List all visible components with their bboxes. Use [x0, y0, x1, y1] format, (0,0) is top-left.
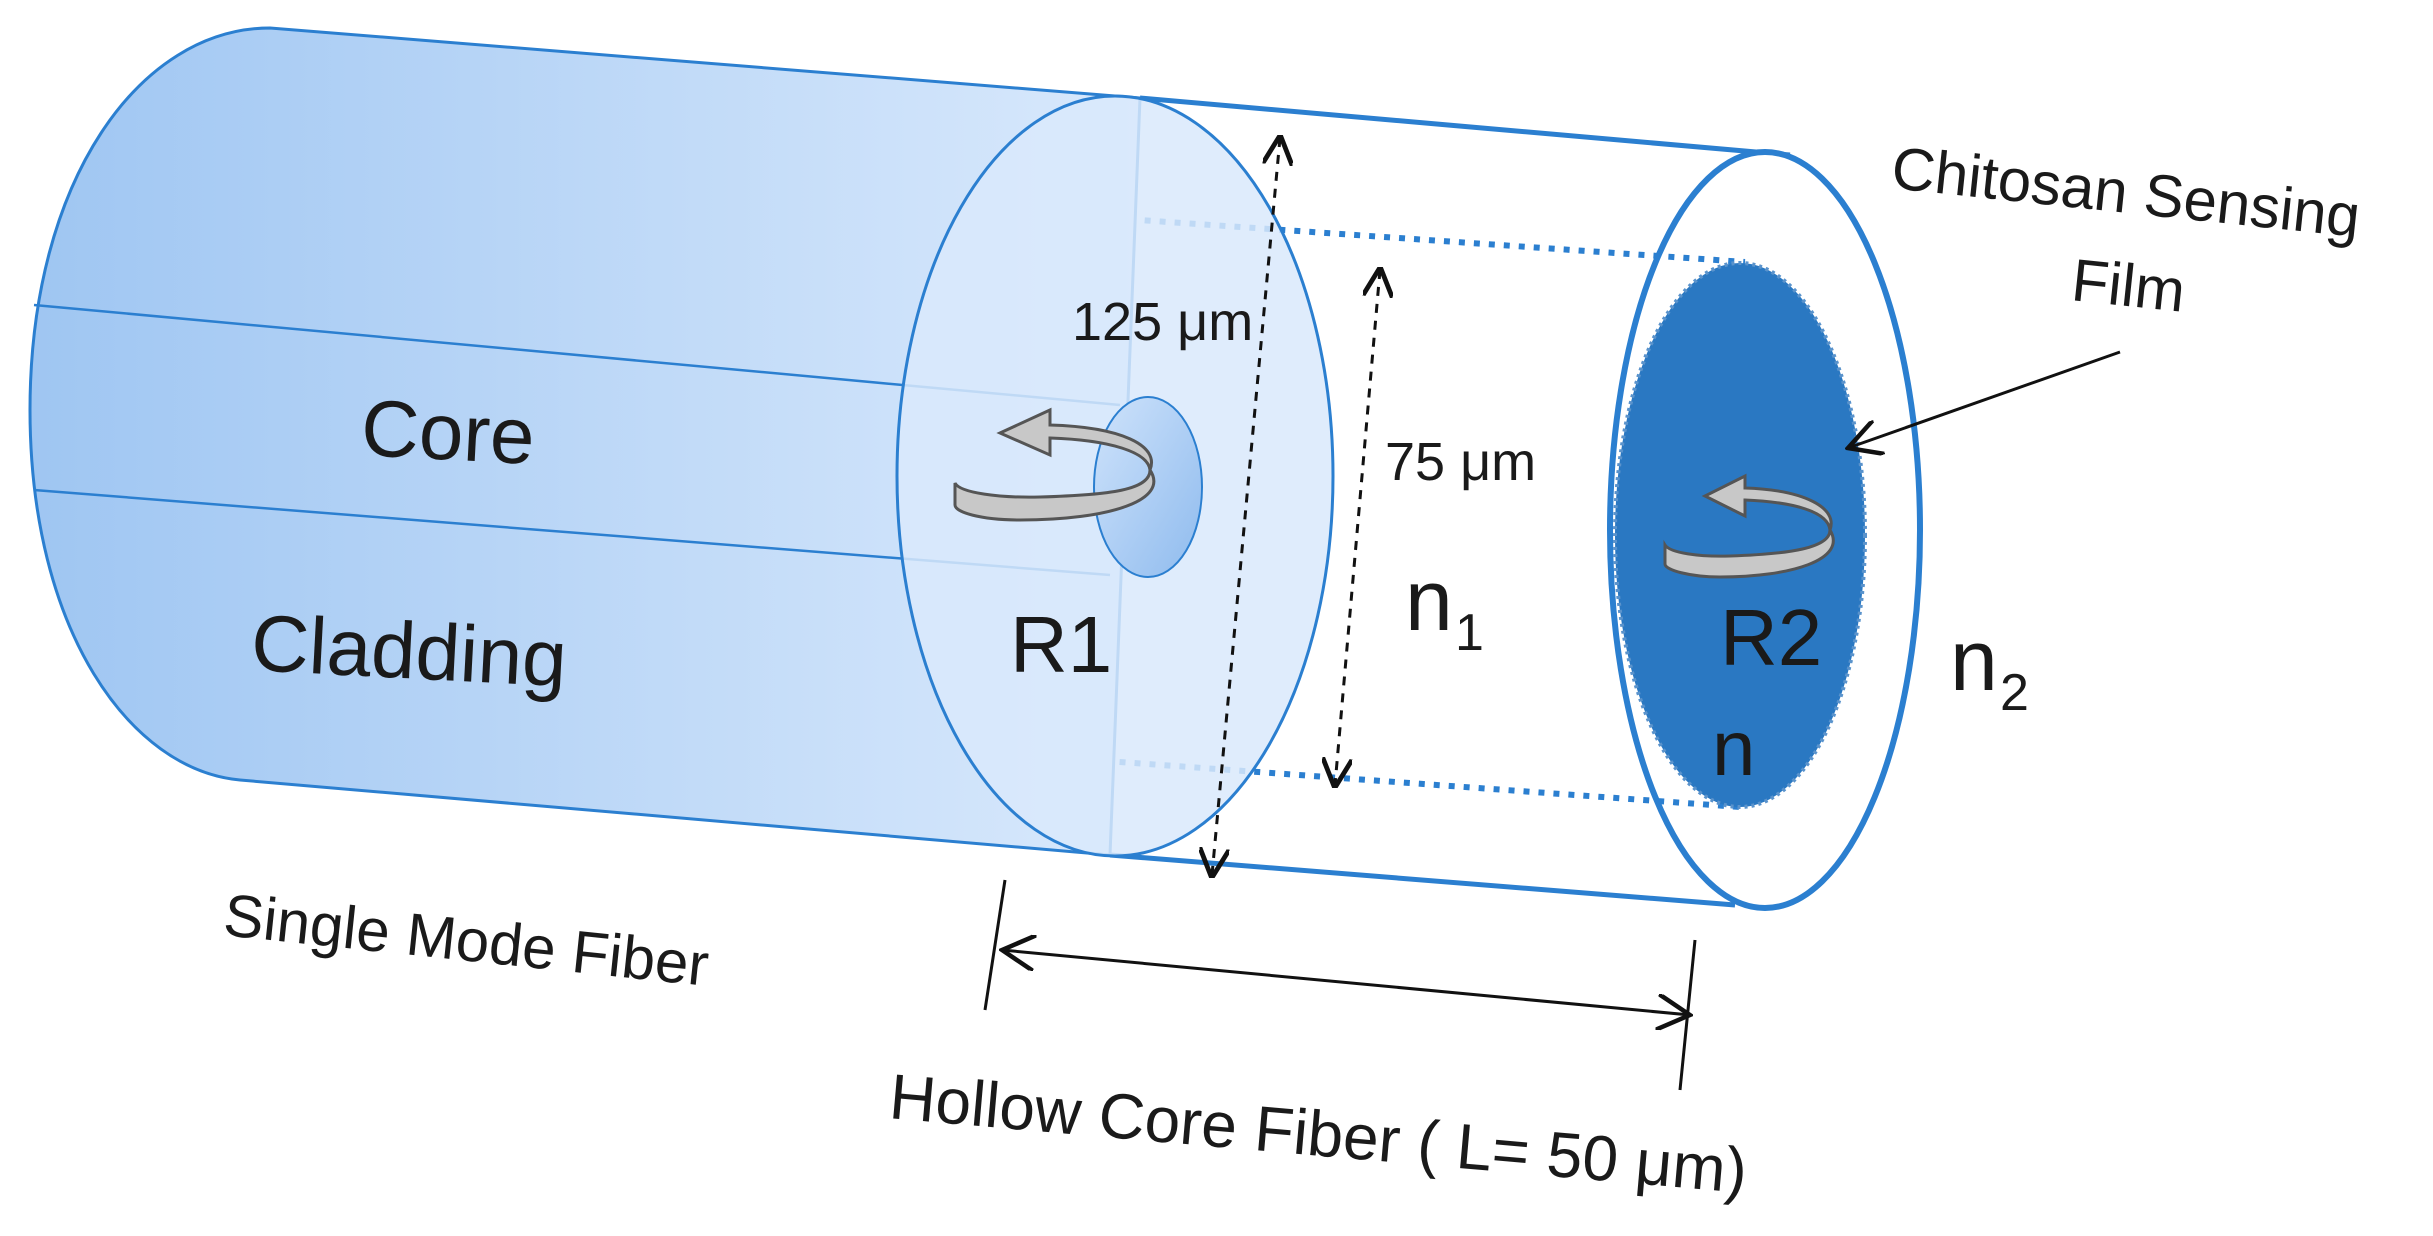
chitosan-label-line1: Chitosan Sensing — [1889, 134, 2364, 250]
chitosan-label-line2: Film — [2069, 246, 2189, 324]
dimension-75-arrow — [1335, 270, 1380, 785]
n1-label: n 1 — [1405, 553, 1484, 662]
single-mode-fiber-label: Single Mode Fiber — [221, 881, 712, 999]
cladding-label: Cladding — [249, 598, 569, 703]
core-label: Core — [359, 383, 537, 481]
chitosan-pointer-arrow — [1848, 350, 2121, 448]
length-arrow — [1002, 950, 1690, 1015]
r1-label: R1 — [1010, 600, 1112, 689]
svg-text:1: 1 — [1455, 604, 1484, 662]
dimension-75-label: 75 μm — [1385, 432, 1536, 492]
reflection-arrow-r2-icon — [1663, 473, 1835, 579]
reflection-arrow-r1-icon — [953, 407, 1156, 522]
n2-label: n 2 — [1950, 613, 2029, 722]
r2-label: R2 — [1720, 593, 1822, 682]
svg-text:n: n — [1950, 613, 1998, 709]
single-mode-fiber — [28, 26, 1335, 858]
dimension-125-arrow — [1212, 138, 1280, 875]
svg-text:n: n — [1405, 553, 1453, 649]
film-n-label: n — [1712, 704, 1755, 792]
dimension-125-label: 125 μm — [1072, 292, 1253, 352]
chitosan-sensing-film — [1613, 261, 1867, 809]
svg-text:2: 2 — [2000, 664, 2029, 722]
hollow-core-fiber-label: Hollow Core Fiber ( L= 50 μm) — [887, 1060, 1750, 1207]
length-tick-left — [983, 879, 1007, 1011]
